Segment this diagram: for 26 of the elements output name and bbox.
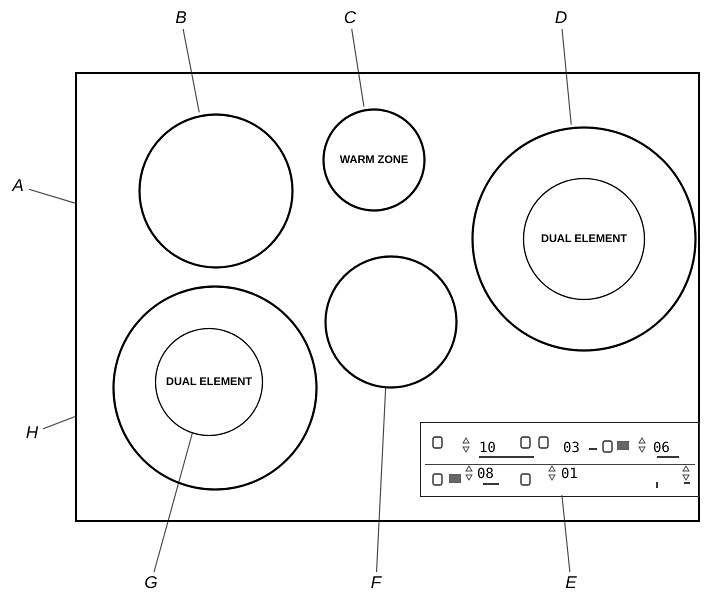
display-digits: 10	[479, 441, 496, 456]
callout-letter: D	[551, 8, 571, 28]
callout-letter: B	[171, 8, 191, 28]
display-digits: 03	[563, 441, 580, 456]
leader-line	[153, 432, 193, 572]
element-label: DUAL ELEMENT	[540, 233, 628, 245]
callout-letter: E	[561, 573, 581, 593]
element-label: DUAL ELEMENT	[165, 376, 253, 388]
leader-line	[376, 386, 386, 572]
leader-line	[28, 188, 76, 204]
display-digits: 08	[477, 467, 494, 482]
leader-line	[561, 28, 572, 125]
cooktop-surface	[75, 72, 700, 522]
leader-line	[42, 416, 76, 430]
callout-letter: G	[141, 573, 161, 593]
callout-letter: F	[366, 573, 386, 593]
display-digits: 06	[653, 441, 670, 456]
callout-letter: C	[340, 8, 360, 28]
control-panel	[420, 422, 700, 497]
leader-line	[182, 28, 200, 113]
element-label: WARM ZONE	[338, 154, 410, 166]
display-digits: 01	[561, 467, 578, 482]
leader-line	[561, 494, 570, 572]
callout-letter: H	[22, 423, 42, 443]
leader-line	[351, 28, 365, 107]
callout-letter: A	[8, 176, 28, 196]
